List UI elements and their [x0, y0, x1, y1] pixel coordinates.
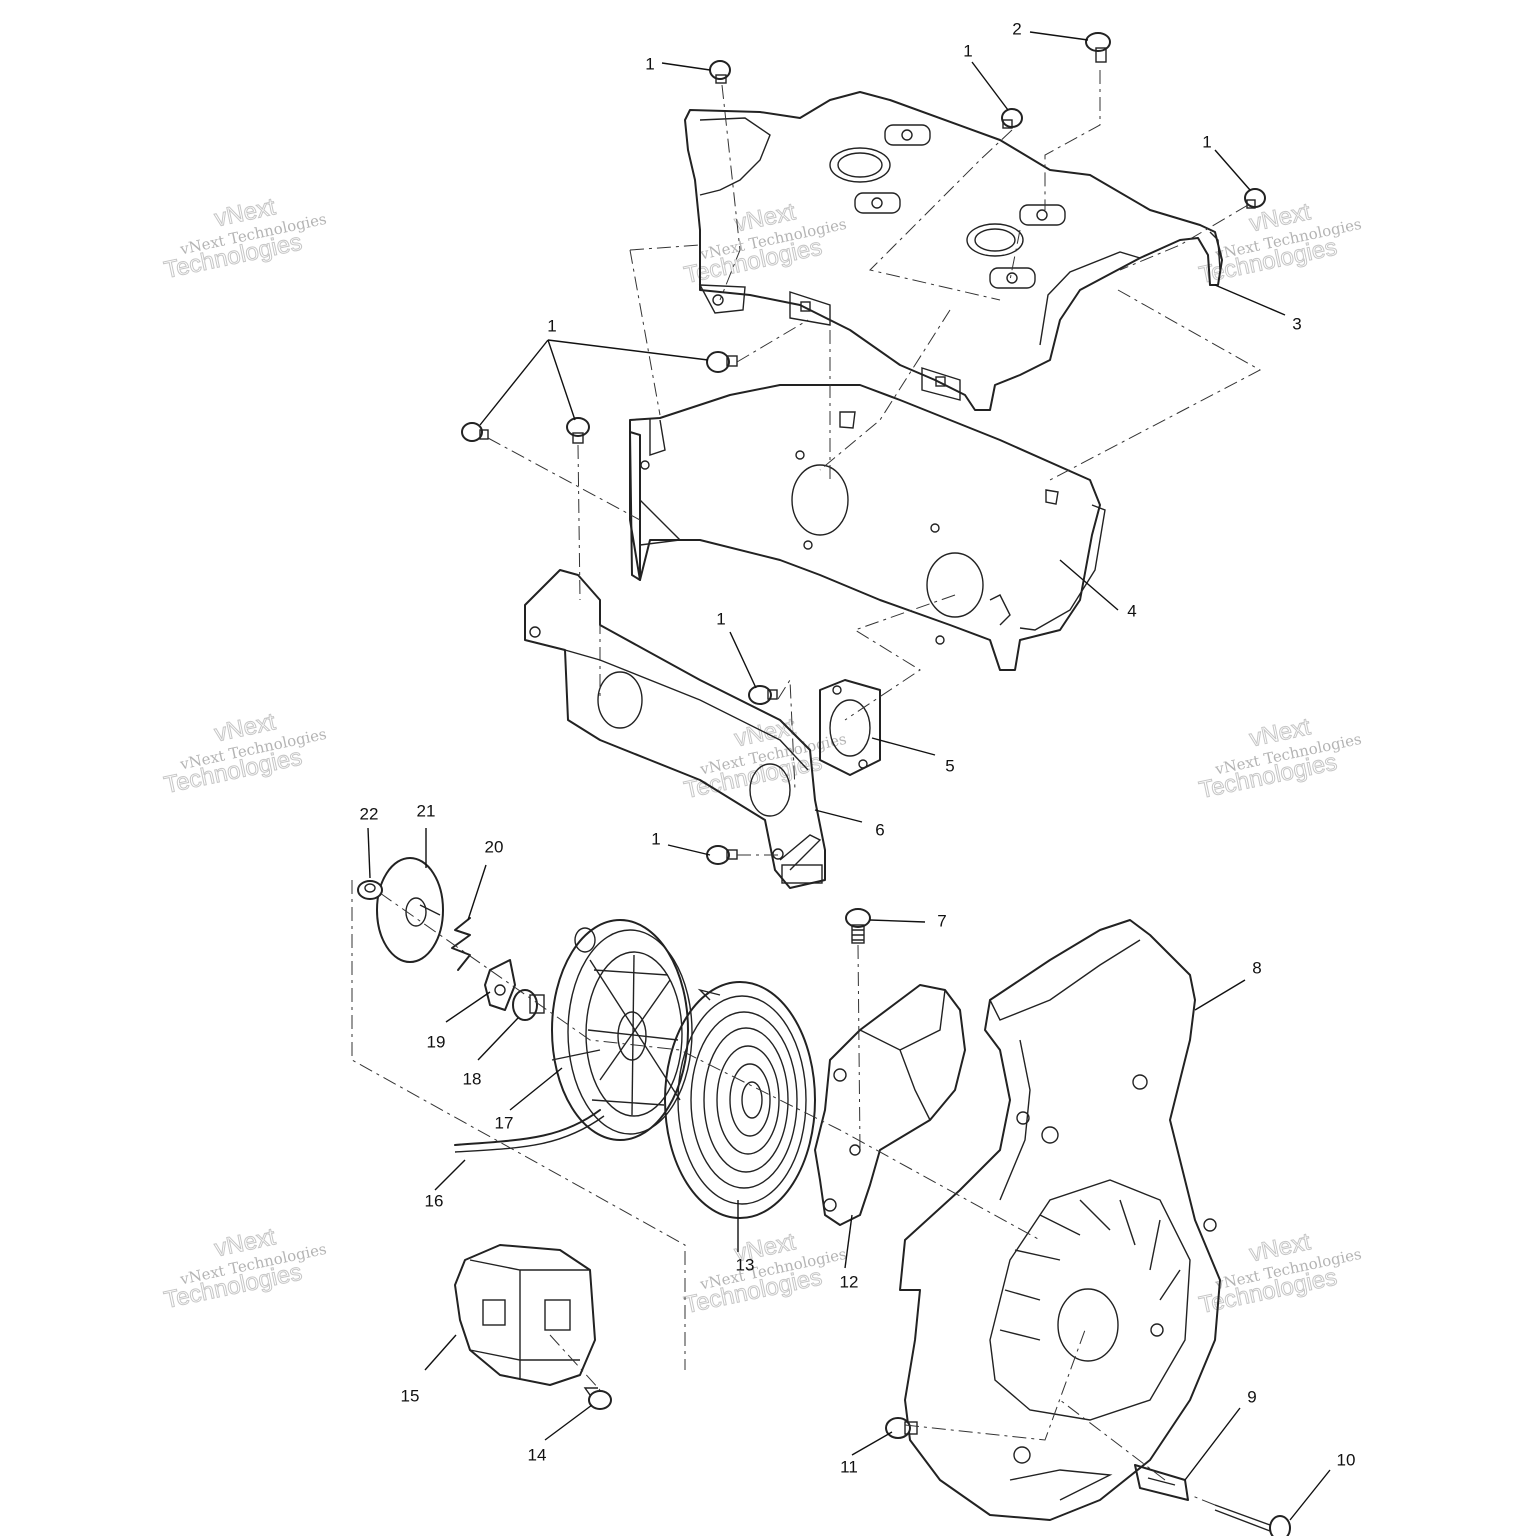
watermark: Technologies vNext Technologies vNext [681, 713, 848, 805]
watermark: Technologies vNext Technologies vNext [1196, 198, 1363, 290]
screw-1g [748, 685, 778, 705]
callout-20: 20 [485, 837, 504, 856]
starter-cup-part-21 [376, 857, 444, 963]
leader-lines [367, 31, 1331, 1521]
screws-part-1 [461, 60, 1266, 865]
screw-1e [461, 422, 489, 442]
screw-part-14 [583, 1387, 612, 1410]
spacer-bracket-part-9 [1134, 1464, 1189, 1501]
blower-housing-part-8 [899, 919, 1221, 1521]
lower-shroud-part-4 [629, 384, 1106, 671]
callout-5: 5 [945, 756, 954, 775]
callout-3: 3 [1292, 314, 1301, 333]
callout-1: 1 [1202, 132, 1211, 151]
callout-1: 1 [651, 829, 660, 848]
bolt-part-7 [845, 908, 871, 944]
long-bolt-part-10 [1214, 1504, 1291, 1536]
callout-8: 8 [1252, 958, 1261, 977]
callout-2: 2 [1012, 19, 1021, 38]
clip-spring-part-20 [451, 917, 471, 971]
starter-bracket-part-12 [814, 984, 966, 1226]
watermark: Technologies vNext Technologies vNext [161, 708, 328, 800]
starter-rope-part-16 [454, 1109, 605, 1153]
callout-14: 14 [528, 1445, 547, 1464]
screw-1f [566, 417, 590, 444]
callout-19: 19 [427, 1032, 446, 1051]
callout-1: 1 [547, 316, 556, 335]
callout-10: 10 [1337, 1450, 1356, 1469]
callout-1: 1 [645, 54, 654, 73]
recoil-pulley-part-17 [551, 919, 693, 1141]
callout-17: 17 [495, 1113, 514, 1132]
callout-12: 12 [840, 1272, 859, 1291]
callout-13: 13 [736, 1255, 755, 1274]
watermark: Technologies vNext Technologies vNext [681, 1228, 848, 1320]
bolt-part-2 [1085, 32, 1111, 63]
top-cover-part-3 [684, 91, 1223, 411]
callout-18: 18 [463, 1069, 482, 1088]
callout-4: 4 [1127, 601, 1136, 620]
callout-16: 16 [425, 1191, 444, 1210]
screw-1a [709, 60, 731, 84]
gasket-part-5 [819, 679, 881, 776]
nut-part-22 [357, 880, 383, 900]
callout-1: 1 [716, 609, 725, 628]
callout-11: 11 [840, 1457, 858, 1476]
callout-21: 21 [417, 801, 436, 820]
callout-22: 22 [360, 804, 379, 823]
callout-15: 15 [401, 1386, 420, 1405]
callout-9: 9 [1247, 1387, 1256, 1406]
pawl-pin-part-18 [512, 989, 545, 1021]
callout-labels: 1 1 2 1 3 1 4 1 5 6 1 7 8 9 10 11 12 13 … [360, 19, 1356, 1476]
screw-1b [1001, 108, 1023, 129]
assembly-centerlines [351, 70, 1262, 1506]
screw-1c [1244, 188, 1266, 209]
screw-1h [706, 845, 738, 865]
rear-bracket-part-6 [524, 569, 826, 889]
callout-7: 7 [937, 911, 946, 930]
cup-part-15 [454, 1244, 596, 1386]
recoil-spring-part-13 [664, 981, 816, 1219]
callout-1: 1 [963, 41, 972, 60]
watermark: Technologies vNext Technologies vNext [161, 1223, 328, 1315]
callout-6: 6 [875, 820, 884, 839]
screw-part-11 [885, 1417, 918, 1439]
screw-1d [706, 351, 738, 373]
watermark: Technologies vNext Technologies vNext [161, 193, 328, 285]
watermark: Technologies vNext Technologies vNext [1196, 713, 1363, 805]
pawl-part-19 [484, 959, 516, 1011]
